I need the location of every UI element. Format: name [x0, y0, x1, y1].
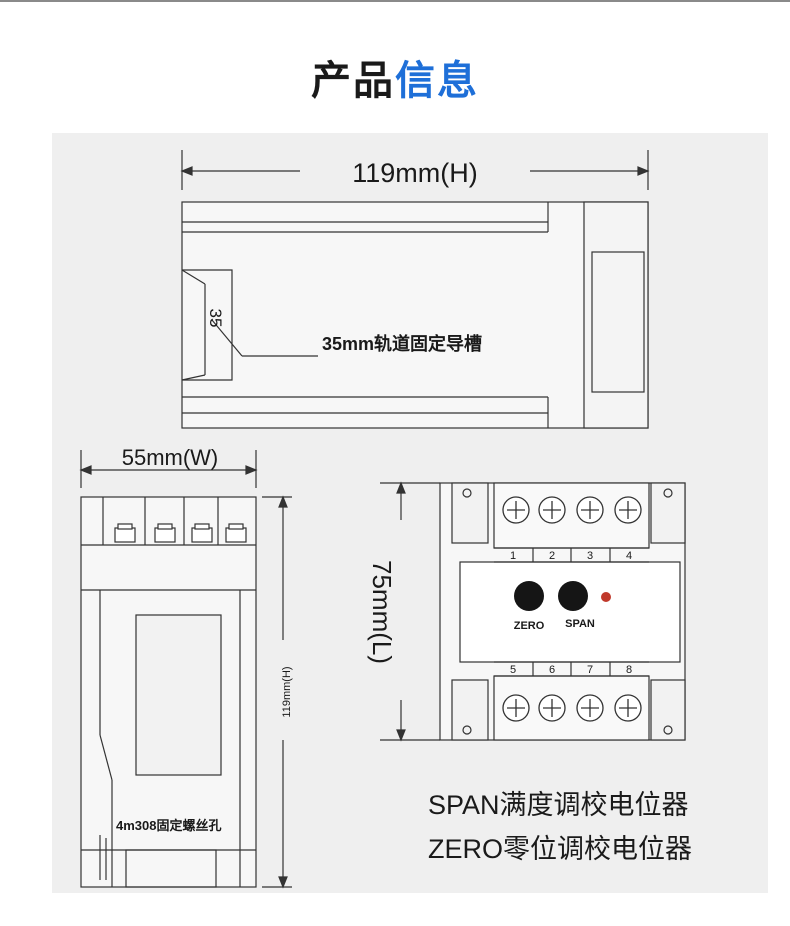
- span-legend-text: SPAN满度调校电位器: [428, 790, 689, 820]
- terminal-screw-1: [502, 496, 530, 524]
- terminal-number-8: 8: [626, 664, 632, 676]
- span-potentiometer-knob: [558, 581, 588, 611]
- terminal-screw-7: [576, 694, 604, 722]
- terminal-screw-4: [614, 496, 642, 524]
- title-part-2: 信息: [395, 58, 479, 104]
- side-terminal-screws: [114, 523, 247, 543]
- screw-hole-label: 4m308固定螺丝孔: [116, 818, 221, 833]
- side-view: [79, 450, 292, 889]
- terminal-number-1: 1: [510, 550, 516, 562]
- terminal-screw-2: [538, 496, 566, 524]
- terminal-number-3: 3: [587, 550, 593, 562]
- terminal-number-6: 6: [549, 664, 555, 676]
- top-width-label: 119mm(H): [352, 158, 478, 188]
- front-terminal-screws: [502, 496, 642, 722]
- status-led: [601, 592, 611, 602]
- terminal-screw-8: [614, 694, 642, 722]
- top-divider: [0, 0, 790, 2]
- span-knob-label: SPAN: [565, 618, 595, 630]
- front-view: [380, 481, 686, 742]
- side-height-label: 119mm(H): [281, 666, 293, 717]
- title-part-1: 产品: [311, 58, 395, 104]
- zero-knob-label: ZERO: [514, 620, 545, 632]
- terminal-number-7: 7: [587, 664, 593, 676]
- terminal-screw-3: [576, 496, 604, 524]
- terminal-number-2: 2: [549, 550, 555, 562]
- terminal-screw-6: [538, 694, 566, 722]
- rail-slot-label: 35mm轨道固定导槽: [322, 333, 482, 354]
- zero-potentiometer-knob: [514, 581, 544, 611]
- terminal-number-4: 4: [626, 550, 632, 562]
- terminal-screw-5: [502, 694, 530, 722]
- terminal-number-5: 5: [510, 664, 516, 676]
- side-width-label: 55mm(W): [122, 445, 219, 470]
- zero-legend-text: ZERO零位调校电位器: [428, 834, 692, 864]
- top-view: [180, 150, 650, 429]
- slot-number-label: 35: [206, 309, 225, 328]
- front-length-label: 75mm(L): [367, 560, 397, 664]
- page-title: 产品信息: [0, 48, 790, 106]
